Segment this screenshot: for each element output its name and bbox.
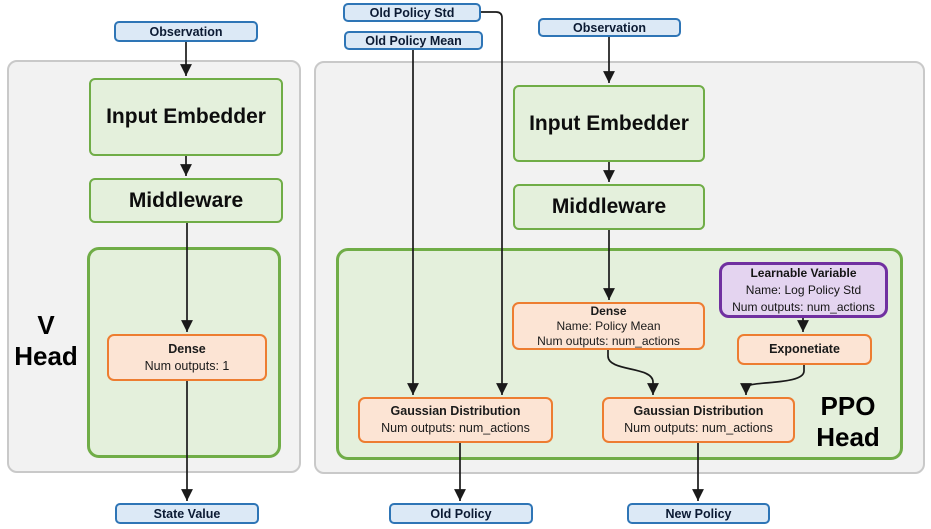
vhead-dense-node: Dense Num outputs: 1 [107, 334, 267, 381]
vhead-dense-outputs: Num outputs: 1 [144, 358, 230, 373]
old-policy-mean-label: Old Policy Mean [365, 33, 462, 48]
exponetiate-label: Exponetiate [769, 342, 840, 356]
ppo-dense-name: Name: Policy Mean [556, 318, 661, 333]
ppo-observation-node: Observation [538, 18, 681, 37]
v-head-label-line1: V [37, 310, 55, 340]
gaussian-new-title: Gaussian Distribution [633, 404, 764, 418]
ppo-observation-label: Observation [573, 20, 646, 35]
state-value-node: State Value [115, 503, 259, 524]
learnable-variable-node: Learnable Variable Name: Log Policy Std … [719, 262, 888, 318]
ppo-middleware-node: Middleware [513, 184, 705, 230]
vhead-middleware-label: Middleware [128, 188, 244, 212]
old-policy-std-label: Old Policy Std [369, 5, 455, 20]
old-policy-std-node: Old Policy Std [343, 3, 481, 22]
gaussian-old-title: Gaussian Distribution [390, 404, 521, 418]
gaussian-new-outputs: Num outputs: num_actions [624, 421, 773, 435]
v-head-label-line2: Head [14, 341, 78, 371]
gaussian-old-outputs: Num outputs: num_actions [381, 421, 530, 435]
learnable-variable-name: Name: Log Policy Std [745, 282, 862, 297]
ppo-dense-outputs: Num outputs: num_actions [537, 333, 680, 348]
old-policy-output-node: Old Policy [389, 503, 533, 524]
old-policy-output-label: Old Policy [430, 506, 492, 521]
learnable-variable-outputs: Num outputs: num_actions [732, 299, 875, 314]
old-policy-mean-node: Old Policy Mean [344, 31, 483, 50]
learnable-variable-title: Learnable Variable [750, 265, 857, 280]
ppo-input-embedder-label: Input Embedder [529, 111, 689, 135]
vhead-dense-title: Dense [168, 341, 206, 356]
ppo-middleware-label: Middleware [551, 195, 667, 218]
new-policy-output-node: New Policy [627, 503, 770, 524]
ppo-head-label: PPO Head [808, 391, 888, 453]
v-head-label: V Head [6, 310, 86, 372]
gaussian-distribution-new-node: Gaussian Distribution Num outputs: num_a… [602, 397, 795, 443]
state-value-label: State Value [153, 506, 221, 521]
vhead-middleware-node: Middleware [89, 178, 283, 223]
ppo-head-label-line1: PPO [820, 391, 876, 421]
exponetiate-node: Exponetiate [737, 334, 872, 365]
gaussian-distribution-old-node: Gaussian Distribution Num outputs: num_a… [358, 397, 553, 443]
vhead-input-embedder-label: Input Embedder [106, 105, 266, 128]
ppo-dense-title: Dense [590, 303, 627, 318]
vhead-observation-node: Observation [114, 21, 258, 42]
vhead-observation-label: Observation [149, 24, 223, 39]
ppo-head-label-line2: Head [816, 422, 880, 452]
ppo-input-embedder-node: Input Embedder [513, 85, 705, 162]
vhead-input-embedder-node: Input Embedder [89, 78, 283, 156]
ppo-dense-node: Dense Name: Policy Mean Num outputs: num… [512, 302, 705, 350]
new-policy-output-label: New Policy [665, 506, 732, 521]
